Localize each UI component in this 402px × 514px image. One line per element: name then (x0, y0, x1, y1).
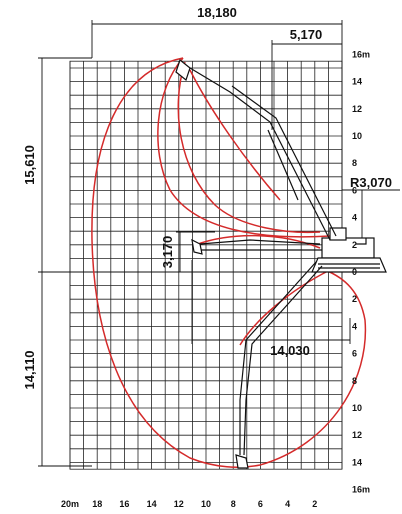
x-axis-labels: 20m 18 16 14 12 10 8 6 4 2 (61, 499, 317, 509)
y-tick-label-lower: 2 (352, 294, 357, 304)
boom-lowered (235, 261, 323, 469)
x-tick-label: 16 (119, 499, 129, 509)
y-tick-label-lower: 4 (352, 321, 357, 331)
y-tick-label-lower: 6 (352, 349, 357, 359)
boom-horizontal (191, 238, 322, 255)
boom-raised (175, 58, 337, 241)
excavator-silhouettes (175, 58, 387, 469)
y-tick-label-upper: 2 (352, 240, 357, 250)
y-tick-label-lower: 12 (352, 430, 362, 440)
x-tick-label: 4 (285, 499, 290, 509)
inner-envelope-curve-3 (189, 69, 281, 201)
inner-envelope-curve-2 (177, 61, 321, 234)
inner-envelope-curve-5 (239, 269, 331, 346)
y-tick-label-upper: 8 (352, 158, 357, 168)
max-height-label: 15,610 (22, 145, 37, 185)
y-tick-label-lower: 14 (352, 457, 362, 467)
tail-radius-label: R3,070 (350, 175, 392, 190)
y-tick-label-upper: 10 (352, 131, 362, 141)
y-tick-label-upper: 6 (352, 185, 357, 195)
excavator-body (311, 227, 387, 273)
y-tick-label-upper: 14 (352, 77, 362, 87)
x-tick-label: 8 (231, 499, 236, 509)
ground-reach-label: 14,030 (270, 343, 310, 358)
dig-depth-flat-label: 3,170 (160, 236, 175, 269)
y-tick-label-upper: 16m (352, 49, 370, 59)
x-tick-label: 2 (312, 499, 317, 509)
y-tick-label-upper: 12 (352, 104, 362, 114)
x-tick-label: 14 (147, 499, 157, 509)
max-depth-label: 14,110 (22, 350, 37, 389)
x-tick-label: 18 (92, 499, 102, 509)
min-reach-top-label: 5,170 (290, 27, 323, 42)
y-tick-label-lower: 16m (352, 485, 370, 495)
inner-envelope-curve-1 (157, 57, 331, 238)
x-tick-label: 6 (258, 499, 263, 509)
outer-envelope-curve (91, 57, 367, 468)
y-tick-label-lower: 8 (352, 376, 357, 386)
max-reach-label: 18,180 (197, 5, 237, 20)
y-tick-label-lower: 10 (352, 403, 362, 413)
y-tick-label-upper: 4 (352, 213, 357, 223)
x-tick-label: 12 (174, 499, 184, 509)
y-tick-label-upper: 0 (352, 267, 357, 277)
y-axis-upper-labels: 16m 14 12 10 8 6 4 2 0 (352, 49, 370, 277)
working-envelope (91, 57, 367, 468)
x-tick-label: 20m (61, 499, 79, 509)
x-tick-label: 10 (201, 499, 211, 509)
y-axis-lower-labels: 2 4 6 8 10 12 14 16m (352, 294, 370, 494)
